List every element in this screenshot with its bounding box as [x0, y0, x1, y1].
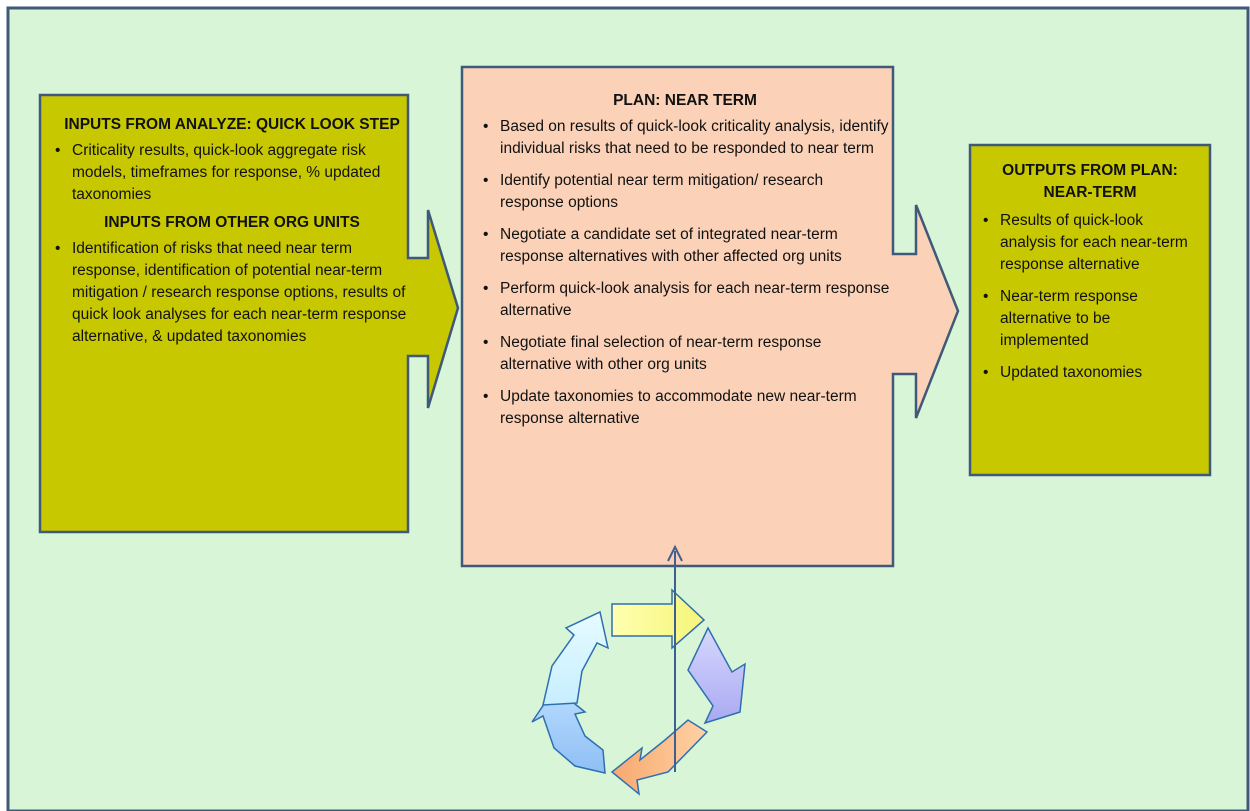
analyze-inputs-title: INPUTS FROM ANALYZE: QUICK LOOK STEP [64, 116, 400, 133]
inputs-block: INPUTS FROM ANALYZE: QUICK LOOK STEP Cri… [52, 114, 412, 358]
cycle-arrows-icon [531, 588, 746, 796]
org-inputs-item: Identification of risks that need near t… [55, 238, 412, 348]
connector-arrow [667, 544, 683, 772]
cycle-segment-orange [610, 719, 709, 796]
plan-item: Negotiate a candidate set of integrated … [483, 224, 890, 268]
outputs-title: OUTPUTS FROM PLAN: NEAR-TERM [1002, 162, 1178, 201]
plan-item: Perform quick-look analysis for each nea… [483, 278, 890, 322]
plan-item: Update taxonomies to accommodate new nea… [483, 386, 890, 430]
plan-block: PLAN: NEAR TERM Based on results of quic… [480, 90, 890, 440]
org-inputs-list: Identification of risks that need near t… [52, 238, 412, 348]
cycle-segment-yellow [611, 588, 706, 650]
outputs-item: Near-term response alternative to be imp… [983, 286, 1200, 352]
org-inputs-title: INPUTS FROM OTHER ORG UNITS [104, 214, 360, 231]
plan-title: PLAN: NEAR TERM [613, 92, 757, 109]
plan-items-list: Based on results of quick-look criticali… [480, 116, 890, 430]
plan-item: Identify potential near term mitigation/… [483, 170, 890, 214]
cycle-segment-purple [687, 626, 746, 725]
outputs-block: OUTPUTS FROM PLAN: NEAR-TERM Results of … [980, 160, 1200, 394]
plan-item: Based on results of quick-look criticali… [483, 116, 890, 160]
analyze-inputs-item: Criticality results, quick-look aggregat… [55, 140, 412, 206]
plan-item: Negotiate final selection of near-term r… [483, 332, 890, 376]
cycle-segment-cyan [542, 610, 610, 706]
outputs-item: Results of quick-look analysis for each … [983, 210, 1200, 276]
outputs-item: Updated taxonomies [983, 362, 1200, 384]
outputs-items-list: Results of quick-look analysis for each … [980, 210, 1200, 384]
analyze-inputs-list: Criticality results, quick-look aggregat… [52, 140, 412, 206]
